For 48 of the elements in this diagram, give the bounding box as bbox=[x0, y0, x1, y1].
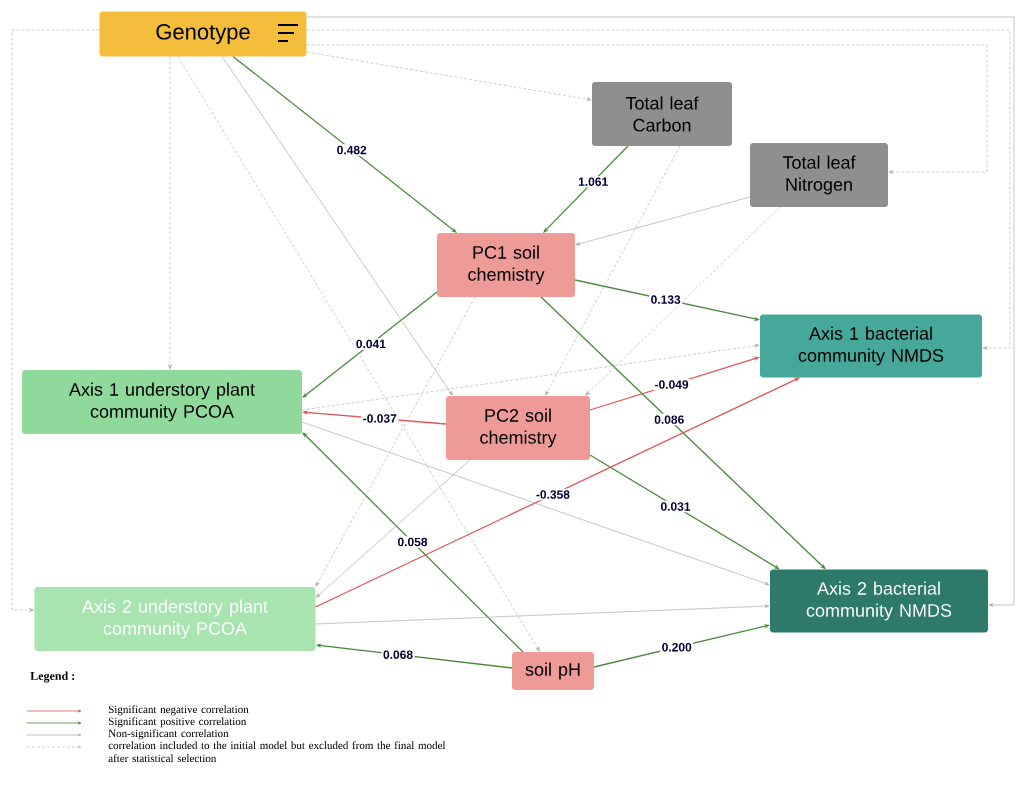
edge-label: 0.200 bbox=[660, 641, 694, 653]
trait-box: Total leaf Carbon bbox=[592, 82, 732, 146]
edge-label: 0.133 bbox=[649, 293, 683, 306]
arrow bbox=[221, 56, 453, 396]
legend-text: Significant positive correlation bbox=[108, 717, 247, 728]
community-box: Axis 2 understory plant community PCOA bbox=[34, 587, 316, 651]
soil-box: PC2 soil chemistry bbox=[446, 396, 590, 460]
soil-box: soil pH bbox=[512, 652, 594, 690]
arrow bbox=[11, 29, 100, 612]
edge-label: 0.068 bbox=[381, 648, 415, 661]
trait-box: Total leaf Nitrogen bbox=[750, 143, 888, 207]
arrow bbox=[315, 459, 471, 598]
arrow bbox=[306, 29, 1011, 350]
soil-box: PC1 soil chemistry bbox=[437, 233, 575, 297]
arrow bbox=[315, 296, 476, 587]
arrow bbox=[306, 51, 592, 101]
community-box: Axis 2 bacterial community NMDS bbox=[770, 569, 988, 633]
community-box: Axis 1 understory plant community PCOA bbox=[22, 370, 302, 434]
factor-box: Genotype bbox=[99, 11, 307, 57]
arrow bbox=[543, 145, 629, 233]
edge-label: 1.061 bbox=[576, 175, 610, 188]
edge-label: 0.482 bbox=[335, 144, 369, 156]
arrow bbox=[585, 206, 781, 396]
edge-label: 0.031 bbox=[659, 500, 692, 513]
arrow bbox=[314, 377, 800, 608]
edge-label: 0.041 bbox=[354, 338, 388, 350]
legend-text: Non-significant correlation bbox=[108, 729, 229, 740]
community-box: Axis 1 bacterial community NMDS bbox=[760, 314, 982, 378]
arrow bbox=[589, 454, 780, 570]
arrow bbox=[301, 421, 770, 586]
arrow bbox=[545, 145, 681, 396]
arrow bbox=[306, 44, 988, 174]
arrow bbox=[232, 55, 457, 233]
edge-label: 0.086 bbox=[652, 413, 686, 426]
edge-label: -0.049 bbox=[653, 378, 691, 391]
arrow bbox=[302, 432, 524, 653]
legend-title: Legend : bbox=[30, 671, 75, 683]
edge-label: -0.358 bbox=[534, 488, 572, 501]
arrow bbox=[315, 604, 770, 625]
legend-text: Significant negative correlation bbox=[108, 705, 249, 716]
arrow bbox=[302, 291, 438, 398]
arrow bbox=[301, 343, 760, 411]
legend-text: correlation included to the initial model but excluded from the final model after statistical selection bbox=[108, 741, 446, 763]
arrow bbox=[306, 16, 1015, 607]
arrow bbox=[575, 196, 751, 246]
edge-label: 0.058 bbox=[396, 536, 429, 548]
edge-label: -0.037 bbox=[361, 412, 399, 425]
arrow bbox=[177, 56, 540, 652]
